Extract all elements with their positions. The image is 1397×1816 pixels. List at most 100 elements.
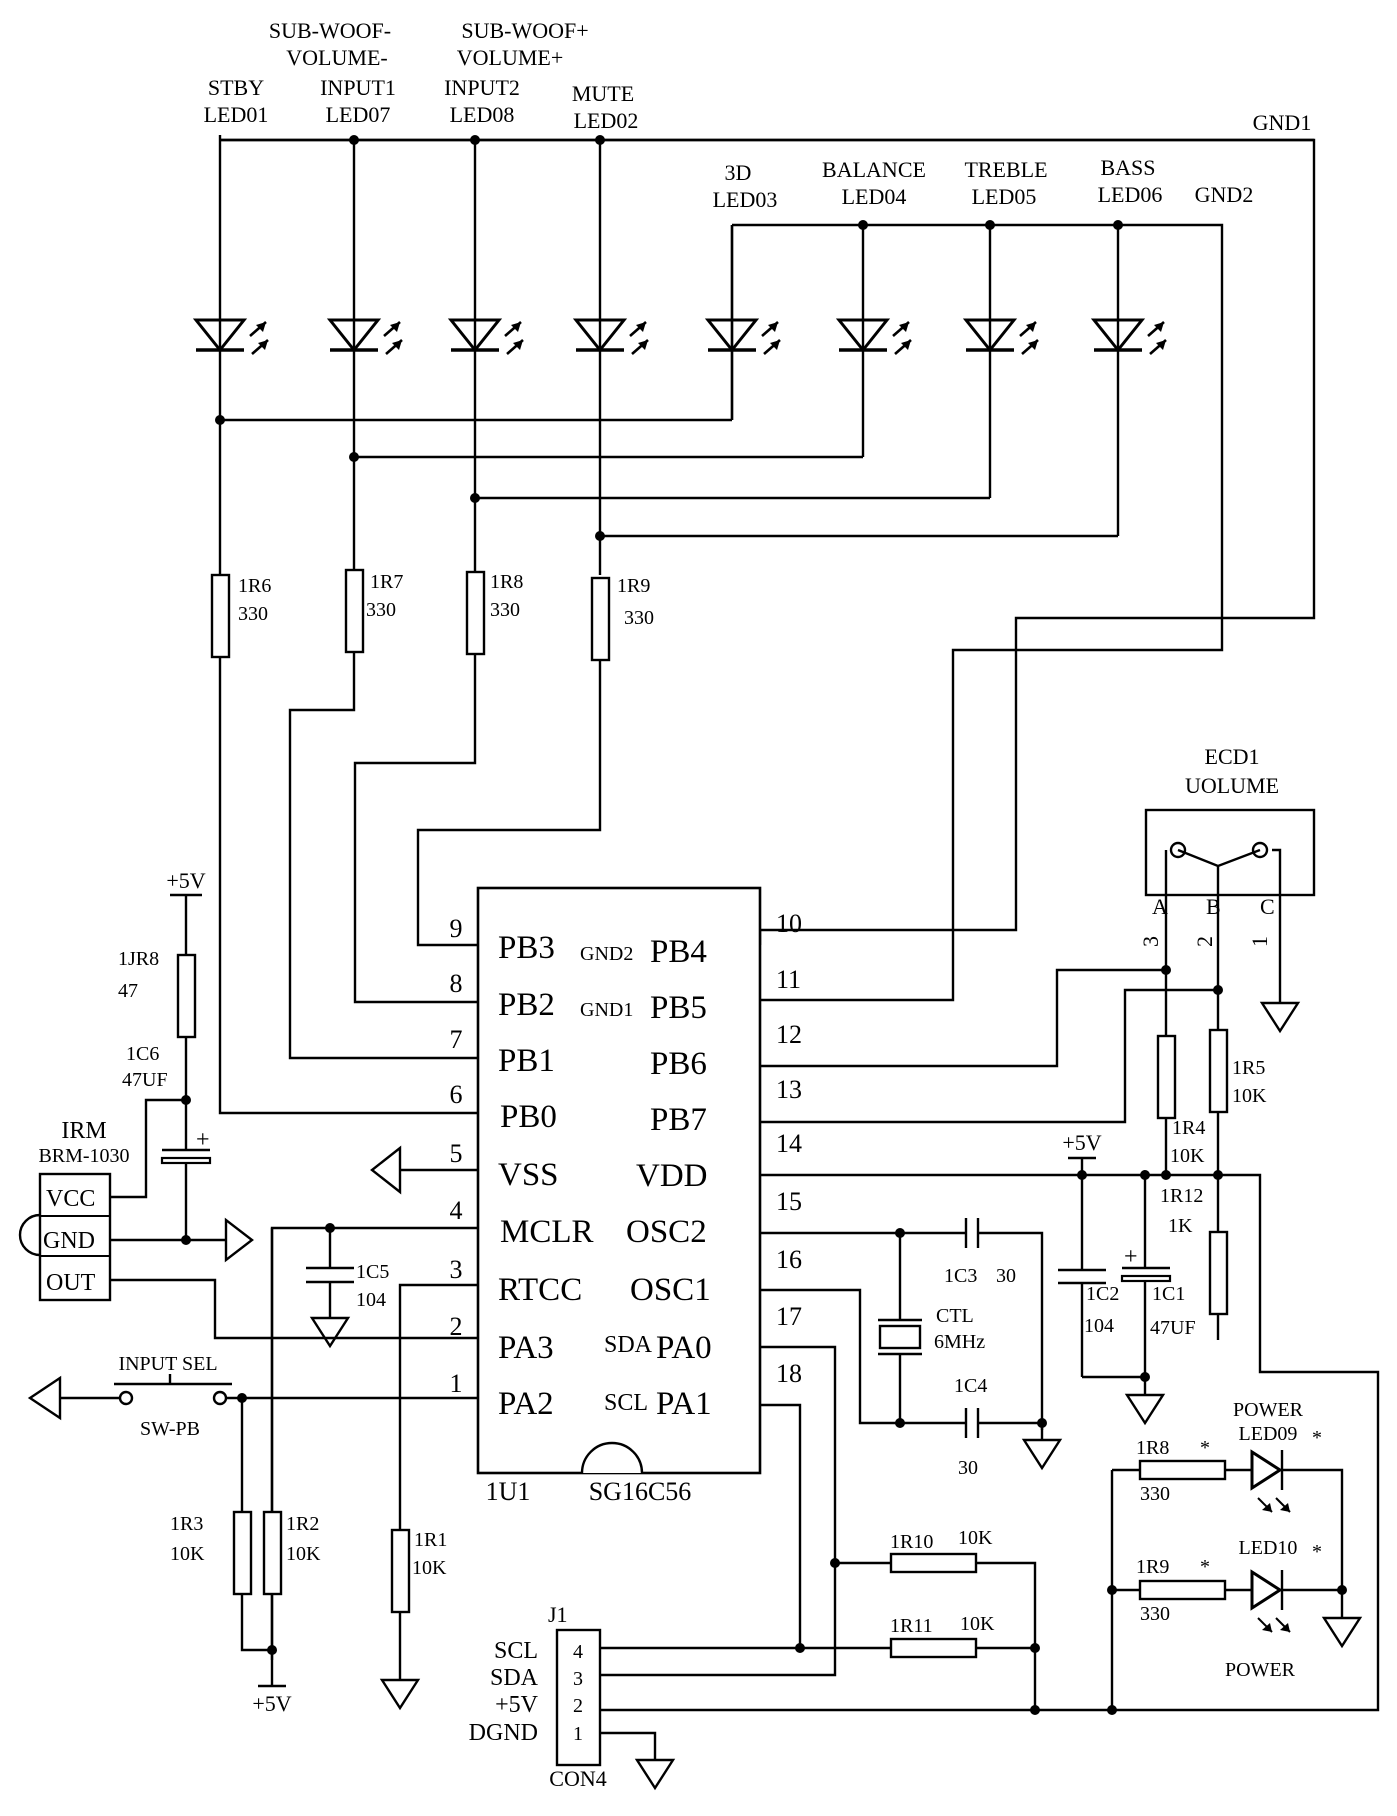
pin16-num: 16 — [776, 1245, 802, 1274]
pr8-ref: 1R8 — [1136, 1437, 1169, 1459]
c2-val: 104 — [1084, 1315, 1114, 1337]
led04-label1: BALANCE — [822, 157, 926, 182]
r2-val: 10K — [286, 1543, 321, 1565]
ecd-ref: ECD1 — [1205, 744, 1260, 769]
r1-ref: 1R1 — [414, 1529, 447, 1551]
c1-plus: + — [1124, 1244, 1138, 1270]
c1-val: 47UF — [1150, 1317, 1196, 1339]
r3-val: 10K — [170, 1543, 205, 1565]
c4-ref: 1C4 — [954, 1375, 987, 1397]
led03-label1: 3D — [725, 160, 752, 185]
pin2-num: 2 — [450, 1312, 463, 1341]
r1-val: 10K — [412, 1557, 447, 1579]
irm-ref: IRM — [61, 1118, 106, 1144]
led-row: STBY LED01 SUB-WOOF- VOLUME- INPUT1 LED0… — [194, 18, 1316, 1002]
gnd1-label: GND1 — [1253, 110, 1312, 135]
j1-pin3-num: 3 — [573, 1668, 583, 1690]
pin10-name: PB4 — [650, 934, 707, 970]
pin1-name: PA2 — [498, 1386, 554, 1422]
jr8-val: 47 — [118, 980, 138, 1002]
r4-ref: 1R4 — [1172, 1117, 1205, 1139]
encoder-wiring: 1R5 10K 1R4 10K — [760, 965, 1267, 1175]
pin6-num: 6 — [450, 1080, 463, 1109]
left-supply-label: +5V — [166, 868, 205, 893]
vdd-supply-label: +5V — [1062, 1130, 1101, 1155]
led07-label2: INPUT1 — [320, 75, 396, 100]
c2-ref: 1C2 — [1086, 1283, 1119, 1305]
r8-val: 330 — [490, 599, 520, 621]
left-supply-bottom: +5V — [252, 1691, 291, 1716]
led01 — [194, 140, 734, 575]
pin17-note: SDA — [604, 1332, 653, 1358]
pr9-ref: 1R9 — [1136, 1556, 1169, 1578]
ic-right-pins: 10 PB4 GND2 11 PB5 GND1 12 PB6 13 PB7 14… — [580, 909, 802, 1422]
ic-left-pins: 9 PB3 8 PB2 7 PB1 6 PB0 5 VSS 4 MCLR 3 R… — [450, 914, 594, 1422]
pin12-num: 12 — [776, 1020, 802, 1049]
left-section: +5V 1JR8 47 1C6 47UF + IRM BRM-1030 VCC … — [18, 868, 478, 1716]
r8-ref: 1R8 — [490, 571, 523, 593]
ic-ref: 1U1 — [486, 1477, 531, 1506]
led06-label2: LED06 — [1098, 182, 1163, 207]
r12-ref: 1R12 — [1160, 1185, 1203, 1207]
pin17-num: 17 — [776, 1302, 802, 1331]
pin5-num: 5 — [450, 1139, 463, 1168]
jr8-ref: 1JR8 — [118, 948, 159, 970]
r4-val: 10K — [1170, 1145, 1205, 1167]
pin12-name: PB6 — [650, 1046, 707, 1082]
j1-pin3-label: SDA — [490, 1665, 539, 1691]
ecd-name: UOLUME — [1185, 773, 1279, 798]
r6-ref: 1R6 — [238, 575, 271, 597]
pin9-num: 9 — [450, 914, 463, 943]
c5-val: 104 — [356, 1289, 386, 1311]
pin6-name: PB0 — [500, 1099, 557, 1135]
led08-label2: INPUT2 — [444, 75, 520, 100]
led03 — [706, 225, 782, 420]
power-leds: 1R8 * 330 1R9 * 330 POWER LED09 * LED10 … — [1107, 1399, 1362, 1715]
r11-ref: 1R11 — [890, 1615, 933, 1637]
led10-label2: POWER — [1225, 1659, 1296, 1681]
led06 — [1092, 318, 1168, 356]
ecd-pin-c-num: 1 — [1247, 936, 1272, 947]
pin7-name: PB1 — [498, 1043, 555, 1079]
led02 — [574, 135, 1123, 575]
led04-label2: LED04 — [842, 184, 907, 209]
pin5-name: VSS — [498, 1157, 559, 1193]
pin18-note: SCL — [604, 1390, 648, 1416]
r5-val: 10K — [1232, 1085, 1267, 1107]
pr9-val: 330 — [1140, 1603, 1170, 1625]
pin2-name: PA3 — [498, 1330, 554, 1366]
led09-label1: POWER — [1233, 1399, 1304, 1421]
oscillator: 1C3 30 CTL 6MHz 1C4 30 — [760, 1218, 1062, 1479]
r9-val: 330 — [624, 607, 654, 629]
led01-label2: LED01 — [204, 102, 269, 127]
pin16-name: OSC1 — [630, 1272, 711, 1308]
supply-decoupling: +5V 1C2 104 + 1C1 47UF 1R12 1K — [600, 1130, 1380, 1712]
j1-ref: J1 — [548, 1602, 568, 1627]
r9-ref: 1R9 — [617, 575, 650, 597]
j1-pin2-label: +5V — [495, 1692, 539, 1718]
pin17-name: PA0 — [656, 1330, 712, 1366]
pin10-note: GND2 — [580, 943, 633, 965]
pr8-val: 330 — [1140, 1483, 1170, 1505]
led04 — [837, 318, 913, 356]
pin14-num: 14 — [776, 1129, 802, 1158]
r5-ref: 1R5 — [1232, 1057, 1265, 1079]
pr8-star: * — [1200, 1437, 1210, 1459]
pin8-num: 8 — [450, 969, 463, 998]
irm-pin-gnd: GND — [43, 1228, 95, 1254]
c4-val: 30 — [958, 1457, 978, 1479]
led08-label0: SUB-WOOF+ — [461, 18, 588, 43]
led10-label1: LED10 — [1239, 1537, 1298, 1559]
j1-pin4-label: SCL — [494, 1638, 538, 1664]
ecd-pin-a-num: 3 — [1138, 936, 1163, 947]
pin11-name: PB5 — [650, 990, 707, 1026]
led08 — [449, 135, 995, 575]
c6-plus: + — [196, 1127, 210, 1153]
j1-pin1-label: DGND — [469, 1720, 538, 1746]
pin14-name: VDD — [636, 1158, 708, 1194]
encoder-ecd1: ECD1 UOLUME A B C 3 2 1 — [1138, 744, 1316, 1033]
led01-label1: STBY — [208, 75, 264, 100]
pin18-num: 18 — [776, 1359, 802, 1388]
led10-star: * — [1312, 1541, 1322, 1563]
